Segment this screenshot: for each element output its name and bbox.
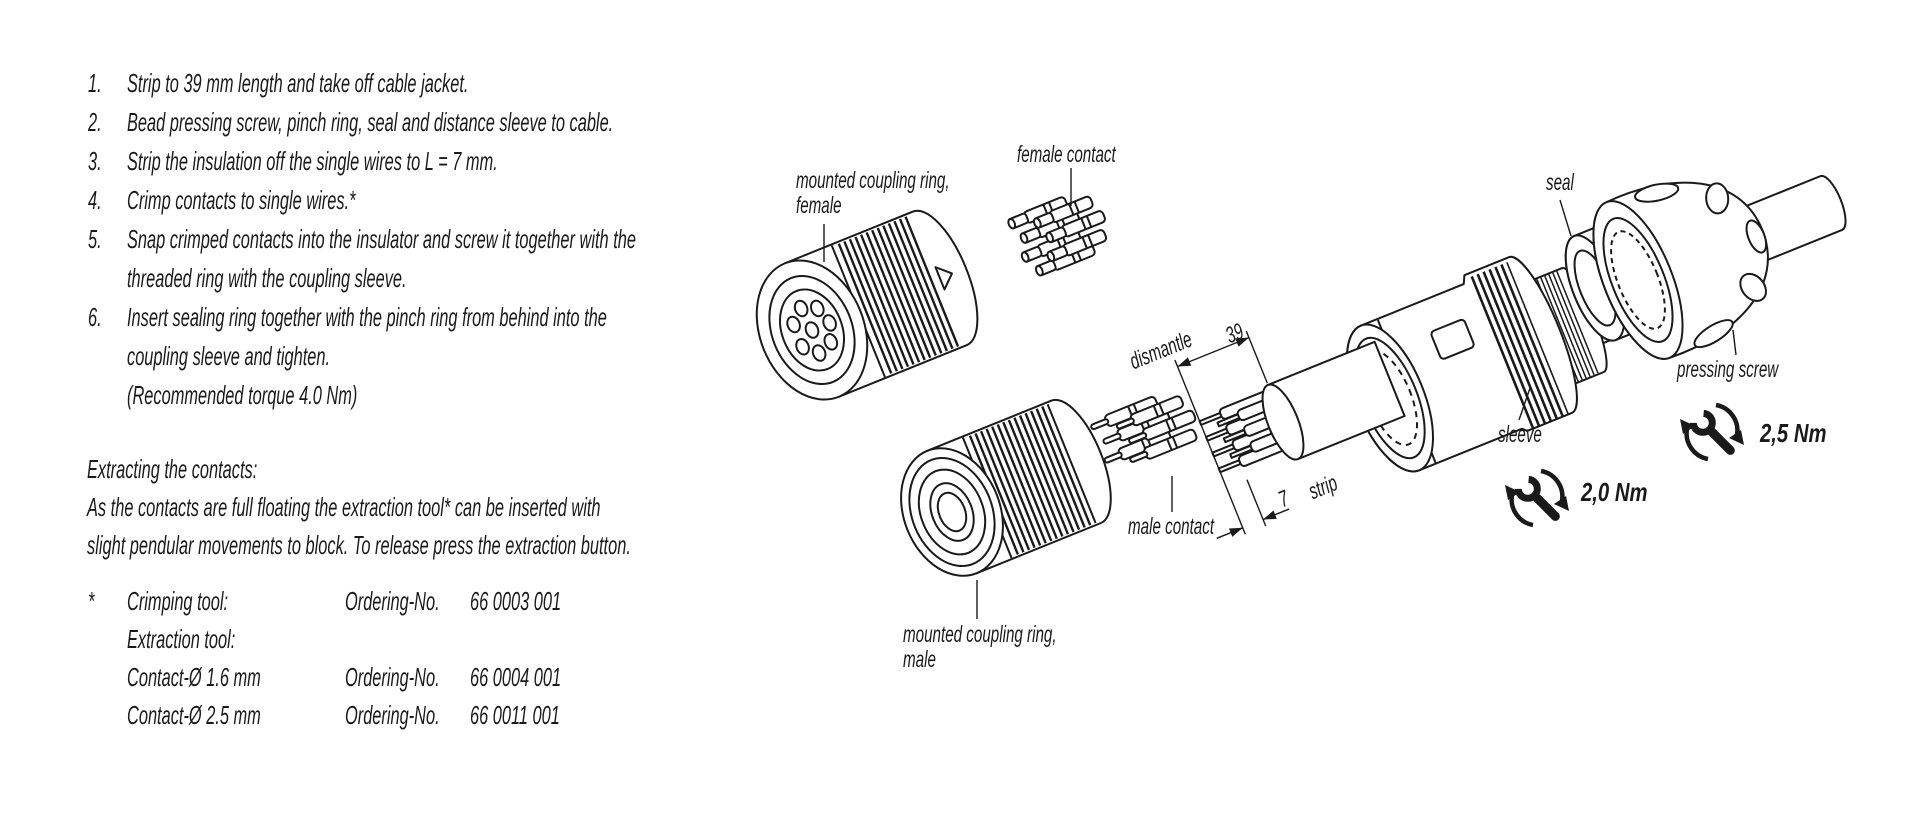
label-sleeve: sleeve bbox=[1498, 421, 1542, 447]
extraction-note-text: As the contacts are full floating the ex… bbox=[87, 492, 601, 522]
label-mounted-coupling-ring-female: mounted coupling ring, female bbox=[796, 168, 950, 218]
instruction-number: 4. bbox=[88, 185, 102, 215]
instruction-text: Snap crimped contacts into the insulator… bbox=[127, 224, 636, 254]
cable-wires-drawing bbox=[1174, 330, 1406, 539]
label-female-contact: female contact bbox=[1017, 141, 1116, 167]
instruction-number: 1. bbox=[88, 68, 102, 98]
tool-name: Extraction tool: bbox=[127, 624, 236, 654]
instruction-number: 3. bbox=[88, 146, 102, 176]
instruction-text: Strip the insulation off the single wire… bbox=[127, 146, 498, 176]
torque-value-pressing-screw: 2,5 Nm bbox=[1760, 418, 1827, 448]
label-line: mounted coupling ring, bbox=[796, 167, 950, 193]
male-coupling-ring-drawing bbox=[900, 398, 1112, 577]
footnote-marker: * bbox=[88, 586, 95, 616]
female-coupling-ring-drawing bbox=[755, 209, 979, 401]
instruction-text: Strip to 39 mm length and take off cable… bbox=[127, 68, 469, 98]
female-contacts-drawing bbox=[1007, 195, 1108, 277]
tool-name: Contact-Ø 1.6 mm bbox=[127, 662, 261, 692]
ordering-label: Ordering-No. bbox=[345, 700, 440, 730]
instruction-text: Insert sealing ring together with the pi… bbox=[127, 302, 607, 332]
torque-value-sleeve: 2,0 Nm bbox=[1581, 477, 1648, 507]
instruction-text: Crimp contacts to single wires.* bbox=[127, 185, 356, 215]
instruction-text: threaded ring with the coupling sleeve. bbox=[127, 263, 407, 293]
instruction-text: Bead pressing screw, pinch ring, seal an… bbox=[127, 107, 614, 137]
wrench-rotate-icon bbox=[1680, 402, 1744, 462]
dimension-39 bbox=[1174, 330, 1268, 535]
instruction-number: 2. bbox=[88, 107, 102, 137]
label-mounted-coupling-ring-male: mounted coupling ring, male bbox=[903, 622, 1057, 672]
label-line: mounted coupling ring, bbox=[903, 621, 1057, 647]
label-line: female bbox=[796, 192, 842, 218]
ordering-label: Ordering-No. bbox=[345, 586, 440, 616]
ordering-label: Ordering-No. bbox=[345, 662, 440, 692]
label-pressing-screw: pressing screw bbox=[1677, 356, 1779, 382]
label-male-contact: male contact bbox=[1128, 513, 1215, 539]
pressing-screw-drawing bbox=[1592, 174, 1847, 360]
instruction-number: 6. bbox=[88, 302, 102, 332]
wrench-rotate-icon bbox=[1505, 468, 1569, 528]
leader-lines bbox=[823, 168, 1737, 619]
instruction-text: coupling sleeve and tighten. bbox=[127, 341, 331, 371]
extraction-note-text: slight pendular movements to block. To r… bbox=[87, 530, 631, 560]
instruction-text: (Recommended torque 4.0 Nm) bbox=[127, 380, 358, 410]
instruction-number: 5. bbox=[88, 224, 102, 254]
label-seal: seal bbox=[1546, 169, 1574, 195]
ordering-number: 66 0003 001 bbox=[470, 586, 562, 616]
ordering-number: 66 0004 001 bbox=[470, 662, 562, 692]
male-contacts-drawing bbox=[1090, 395, 1198, 464]
dimension-7 bbox=[1216, 479, 1290, 539]
tool-name: Contact-Ø 2.5 mm bbox=[127, 700, 261, 730]
tool-name: Crimping tool: bbox=[127, 586, 229, 616]
exploded-connector-diagram bbox=[755, 168, 1847, 619]
label-line: male bbox=[903, 646, 936, 672]
ordering-number: 66 0011 001 bbox=[470, 700, 560, 730]
extraction-note-text: Extracting the contacts: bbox=[87, 454, 258, 484]
